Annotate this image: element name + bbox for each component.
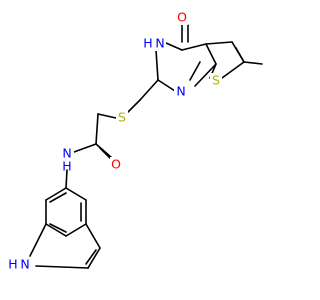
bond-line xyxy=(194,63,217,87)
bond-line xyxy=(205,43,217,65)
bond-line xyxy=(127,99,141,113)
bond-line xyxy=(221,61,245,79)
bond-line xyxy=(49,192,67,203)
bond-line xyxy=(85,249,97,265)
bond-line xyxy=(65,223,87,237)
bond-line xyxy=(97,113,117,119)
atom-nitrogen-ring-nh: N xyxy=(155,36,164,51)
bond-line xyxy=(165,42,183,51)
molecule-structure: O H N N S S O N H H N xyxy=(6,9,263,272)
bond-line xyxy=(35,265,89,269)
bond-line xyxy=(87,247,101,269)
bond-line xyxy=(45,223,67,237)
atom-sulfur-thioether: S xyxy=(118,110,126,125)
bond-line xyxy=(235,47,245,63)
atom-sulfur-thiophene: S xyxy=(212,73,220,88)
bond-line xyxy=(157,79,176,92)
bond-line xyxy=(189,61,201,81)
atom-nitrogen-ring: N xyxy=(176,84,185,99)
bond-line xyxy=(29,223,47,257)
atom-hydrogen-amide: H xyxy=(62,159,71,174)
bond-line xyxy=(65,187,87,201)
bond-line xyxy=(45,187,67,201)
atom-label-layer: O H N N S S O N H H N xyxy=(6,10,222,272)
bond-line xyxy=(65,169,68,189)
bond-line xyxy=(243,61,263,65)
atom-nitrogen-indole: N xyxy=(20,257,29,272)
bond-line xyxy=(205,41,233,45)
bond-line xyxy=(49,223,67,233)
bond-line xyxy=(155,49,159,81)
bond-line xyxy=(181,43,207,51)
atom-nitrogen-amide: N xyxy=(62,146,71,161)
bond-line xyxy=(95,113,99,145)
bond-line xyxy=(73,143,97,153)
molecule-canvas: O H N N S S O N H H N xyxy=(6,9,263,272)
atom-oxygen-ketone: O xyxy=(177,10,187,25)
bond-layer xyxy=(29,24,263,269)
atom-hydrogen-indole: H xyxy=(8,257,17,272)
bond-line xyxy=(139,79,159,101)
atom-oxygen-amide: O xyxy=(111,157,121,172)
bond-line xyxy=(85,223,101,249)
atom-hydrogen-ring-nh: H xyxy=(143,36,152,51)
